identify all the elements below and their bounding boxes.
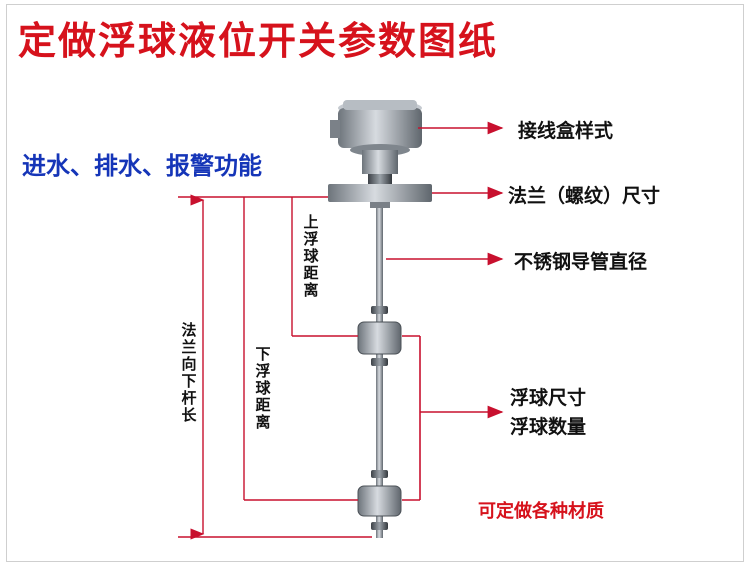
stainless-rod	[376, 208, 383, 538]
label-junction-box: 接线盒样式	[518, 120, 614, 142]
image-frame	[6, 4, 744, 562]
dimension-lines	[178, 194, 372, 540]
flange	[328, 184, 432, 208]
label-pipe-diameter: 不锈钢导管直径	[514, 251, 648, 273]
float-balls	[357, 321, 402, 517]
label-rod-length: 法兰向下杆长	[181, 321, 197, 424]
leader-lines	[386, 121, 504, 501]
junction-box	[330, 100, 422, 184]
page-title: 定做浮球液位开关参数图纸	[18, 19, 499, 63]
stop-collars	[371, 306, 388, 530]
custom-material-note: 可定做各种材质	[478, 501, 604, 522]
label-float-size: 浮球尺寸	[510, 387, 587, 409]
label-lower-float-distance: 下浮球距离	[255, 345, 271, 431]
function-subtitle: 进水、排水、报警功能	[22, 152, 262, 180]
label-float-count: 浮球数量	[510, 416, 587, 438]
label-flange: 法兰（螺纹）尺寸	[508, 185, 661, 207]
label-upper-float-distance: 上浮球距离	[303, 213, 319, 299]
